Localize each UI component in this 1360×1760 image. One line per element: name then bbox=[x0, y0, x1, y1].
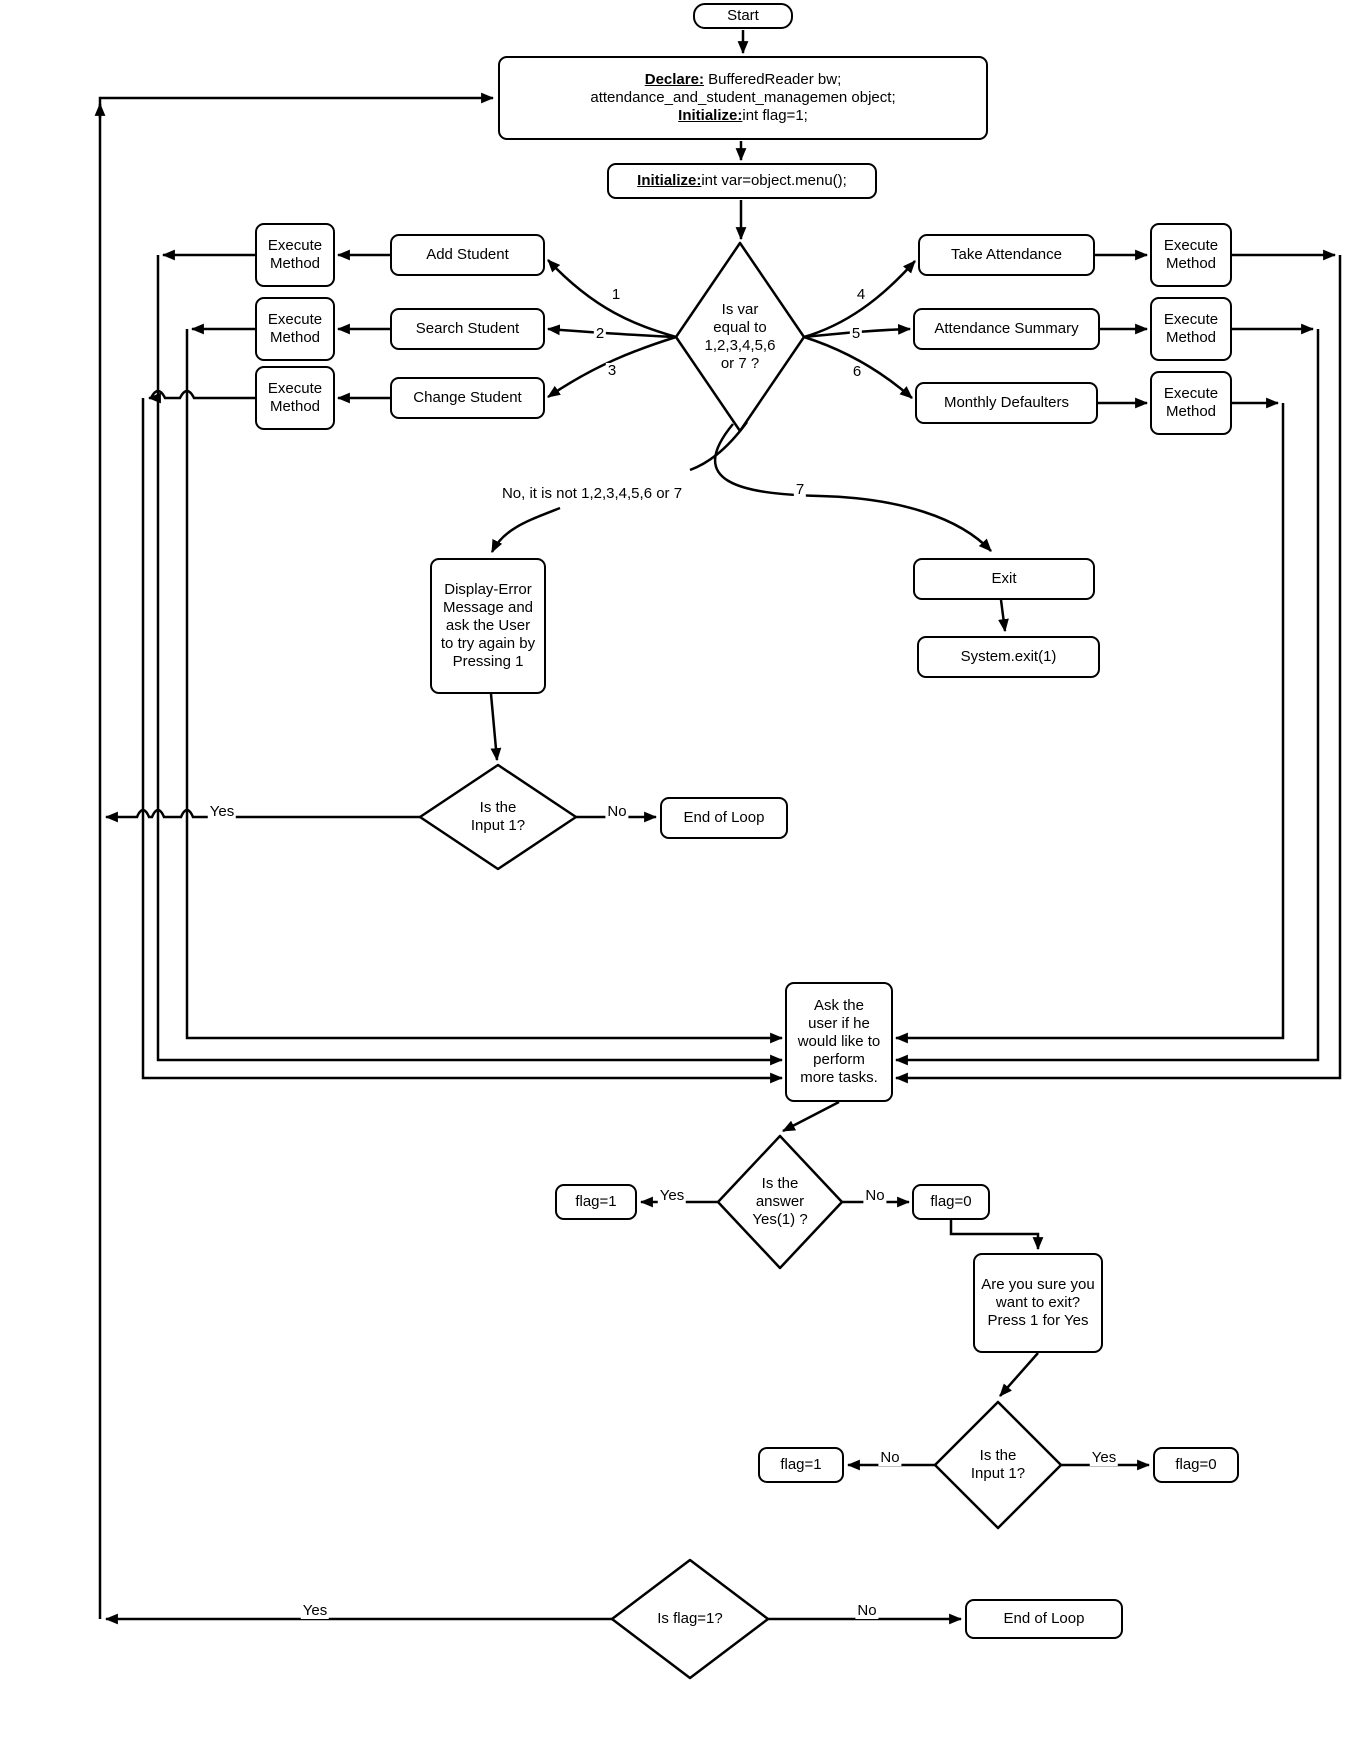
confirm-exit-node: Are you sure you want to exit? Press 1 f… bbox=[973, 1253, 1103, 1353]
flag0-node-2: flag=0 bbox=[1153, 1447, 1239, 1483]
exit-node: Exit bbox=[913, 558, 1095, 600]
declare-node: Declare: BufferedReader bw; attendance_a… bbox=[498, 56, 988, 140]
end-of-loop-node-2: End of Loop bbox=[965, 1599, 1123, 1639]
end-of-loop-node-1: End of Loop bbox=[660, 797, 788, 839]
execute-method-3: Execute Method bbox=[255, 366, 335, 430]
input2-decision-shape bbox=[933, 1400, 1063, 1530]
edge-var-exit bbox=[713, 423, 992, 552]
flag-decision-shape bbox=[610, 1558, 770, 1680]
edge-left2-ask bbox=[185, 329, 784, 1044]
invalid-branch-label: No, it is not 1,2,3,4,5,6 or 7 bbox=[499, 485, 685, 502]
edge-var-search bbox=[546, 324, 677, 339]
edge-right1-ask bbox=[894, 255, 1342, 1084]
monthly-defaulters-node: Monthly Defaulters bbox=[915, 382, 1098, 424]
edge-left1-ask bbox=[156, 255, 784, 1066]
input-decision-shape bbox=[418, 763, 578, 871]
edge-var-take bbox=[803, 260, 916, 339]
initialize-text: Initialize:int var=object.menu(); bbox=[637, 172, 847, 189]
yes-label-1: Yes bbox=[207, 803, 237, 820]
branch-label-6: 6 bbox=[850, 363, 864, 380]
edge-invalid-displayerror bbox=[490, 506, 561, 553]
edge-var-defaulters bbox=[803, 335, 913, 399]
execute-method-2: Execute Method bbox=[255, 297, 335, 361]
edge-displayerror-input bbox=[489, 693, 502, 762]
decision-shapes bbox=[418, 241, 1063, 1680]
branch-label-5: 5 bbox=[849, 325, 863, 342]
edge-ask-answer bbox=[782, 1100, 840, 1133]
edge-flag0-confirm bbox=[949, 1220, 1044, 1251]
answer-decision-shape bbox=[716, 1134, 844, 1270]
change-student-node: Change Student bbox=[390, 377, 545, 419]
edge-right3-ask bbox=[894, 403, 1285, 1044]
system-exit-node: System.exit(1) bbox=[917, 636, 1100, 678]
no-label-3: No bbox=[878, 1449, 902, 1466]
no-label-2: No bbox=[863, 1187, 887, 1204]
edges-group bbox=[94, 30, 1342, 1625]
declare-text: Declare: BufferedReader bw; attendance_a… bbox=[590, 71, 896, 124]
flag1-node: flag=1 bbox=[555, 1184, 637, 1220]
take-attendance-node: Take Attendance bbox=[918, 234, 1095, 276]
edge-input-yes-return bbox=[104, 808, 420, 823]
flag0-node: flag=0 bbox=[912, 1184, 990, 1220]
declare-keyword: Declare: bbox=[644, 71, 704, 88]
no-label-1: No bbox=[605, 803, 629, 820]
edge-left3-ask bbox=[141, 398, 784, 1084]
search-student-node: Search Student bbox=[390, 308, 545, 350]
edge-right2-ask bbox=[894, 329, 1320, 1066]
execute-method-5: Execute Method bbox=[1150, 297, 1232, 361]
branch-label-2: 2 bbox=[593, 325, 607, 342]
initialize-node: Initialize:int var=object.menu(); bbox=[607, 163, 877, 199]
ask-more-node: Ask the user if he would like to perform… bbox=[785, 982, 893, 1102]
display-error-node: Display-Error Message and ask the User t… bbox=[430, 558, 546, 694]
initialize-keyword: Initialize: bbox=[678, 107, 743, 124]
start-node: Start bbox=[693, 3, 793, 29]
branch-label-4: 4 bbox=[854, 286, 868, 303]
attendance-summary-node: Attendance Summary bbox=[913, 308, 1100, 350]
no-label-4: No bbox=[855, 1602, 879, 1619]
flag1-node-2: flag=1 bbox=[758, 1447, 844, 1483]
edge-confirm-input2 bbox=[999, 1352, 1039, 1397]
add-student-node: Add Student bbox=[390, 234, 545, 276]
edge-var-add bbox=[547, 259, 677, 339]
edge-var-change bbox=[547, 335, 677, 399]
edge-return-declare bbox=[98, 92, 495, 1619]
execute-method-6: Execute Method bbox=[1150, 371, 1232, 435]
branch-label-7: 7 bbox=[793, 481, 807, 498]
var-decision-shape bbox=[674, 241, 806, 433]
edge-exec3-corner bbox=[147, 389, 255, 404]
yes-label-3: Yes bbox=[1089, 1449, 1119, 1466]
execute-method-4: Execute Method bbox=[1150, 223, 1232, 287]
edge-exit-systemexit bbox=[998, 599, 1009, 633]
execute-method-1: Execute Method bbox=[255, 223, 335, 287]
branch-label-3: 3 bbox=[605, 362, 619, 379]
branch-label-1: 1 bbox=[609, 286, 623, 303]
start-label: Start bbox=[727, 7, 759, 24]
yes-label-2: Yes bbox=[657, 1187, 687, 1204]
yes-label-4: Yes bbox=[300, 1602, 330, 1619]
